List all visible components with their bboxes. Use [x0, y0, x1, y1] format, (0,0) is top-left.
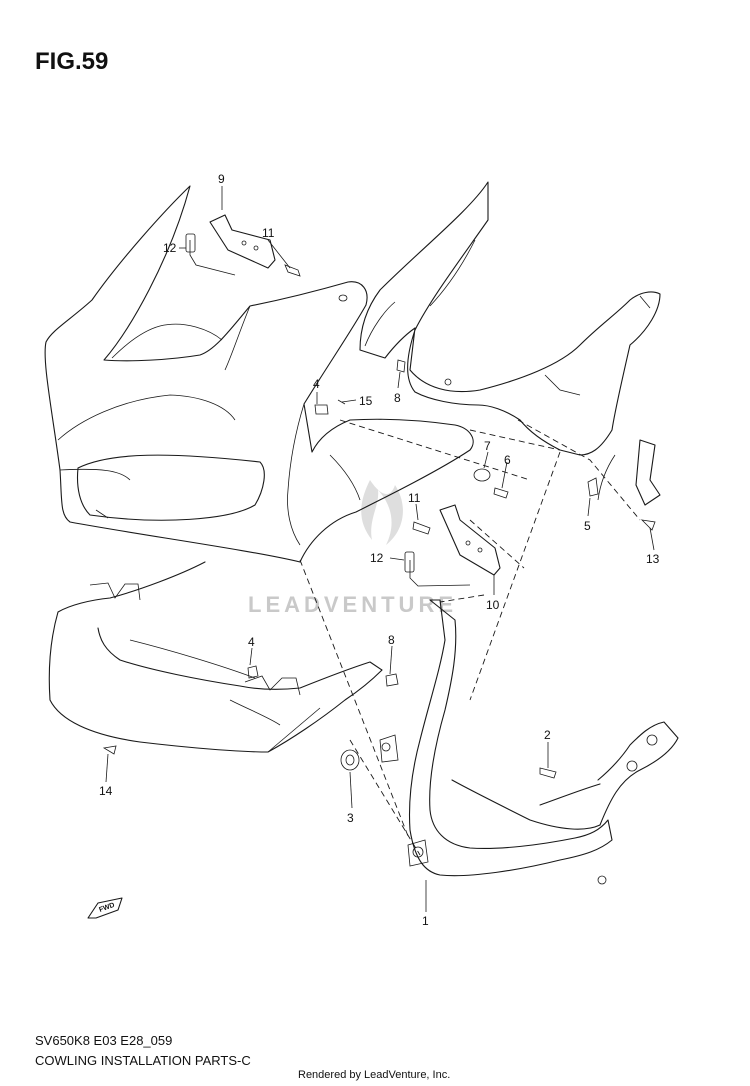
callout-label: 4: [248, 635, 255, 649]
callout-label: 7: [484, 439, 491, 453]
callout-label: 13: [646, 552, 660, 566]
figure-title: FIG.59: [35, 48, 109, 75]
cowling-brace: [379, 599, 679, 885]
callout-label: 8: [394, 391, 401, 405]
callout-label: 11: [262, 226, 275, 240]
callout-label: 1: [422, 914, 429, 928]
callout-label: 12: [370, 551, 384, 565]
side-bracket-right: [597, 439, 661, 506]
callout-label: 15: [359, 394, 373, 408]
callout-label: 5: [584, 519, 591, 533]
callout-label: 2: [544, 728, 551, 742]
inner-cowling-panel: [359, 181, 661, 456]
callout-label: 3: [347, 811, 354, 825]
figure-code: SV650K8 E03 E28_059: [35, 1033, 173, 1048]
callout-label: 12: [163, 241, 177, 255]
callout-label: 14: [99, 784, 113, 798]
callout-label: 10: [486, 598, 500, 612]
callout-label: 9: [218, 172, 225, 186]
watermark-logo: [361, 480, 403, 545]
callout-label: 4: [313, 377, 320, 391]
callout-label: 6: [504, 453, 511, 467]
callouts: 9 12 11 4 15 8 7 6 11 12 10 5 13 4 8 14 …: [99, 172, 660, 928]
upper-cowling: [44, 185, 474, 563]
fwd-arrow-icon: FWD: [87, 897, 123, 919]
fasteners: [102, 264, 656, 779]
rendered-by: Rendered by LeadVenture, Inc.: [298, 1069, 451, 1081]
watermark-text: LEADVENTURE: [248, 592, 457, 617]
figure-name: COWLING INSTALLATION PARTS-C: [35, 1053, 251, 1068]
callout-label: 8: [388, 633, 395, 647]
callout-leaders: [105, 186, 655, 912]
stay-bracket-lower: [404, 504, 501, 587]
assembly-lines: [299, 419, 641, 856]
stay-bracket-upper: [185, 214, 276, 276]
callout-label: 11: [408, 491, 421, 505]
under-cowling: [48, 561, 383, 753]
